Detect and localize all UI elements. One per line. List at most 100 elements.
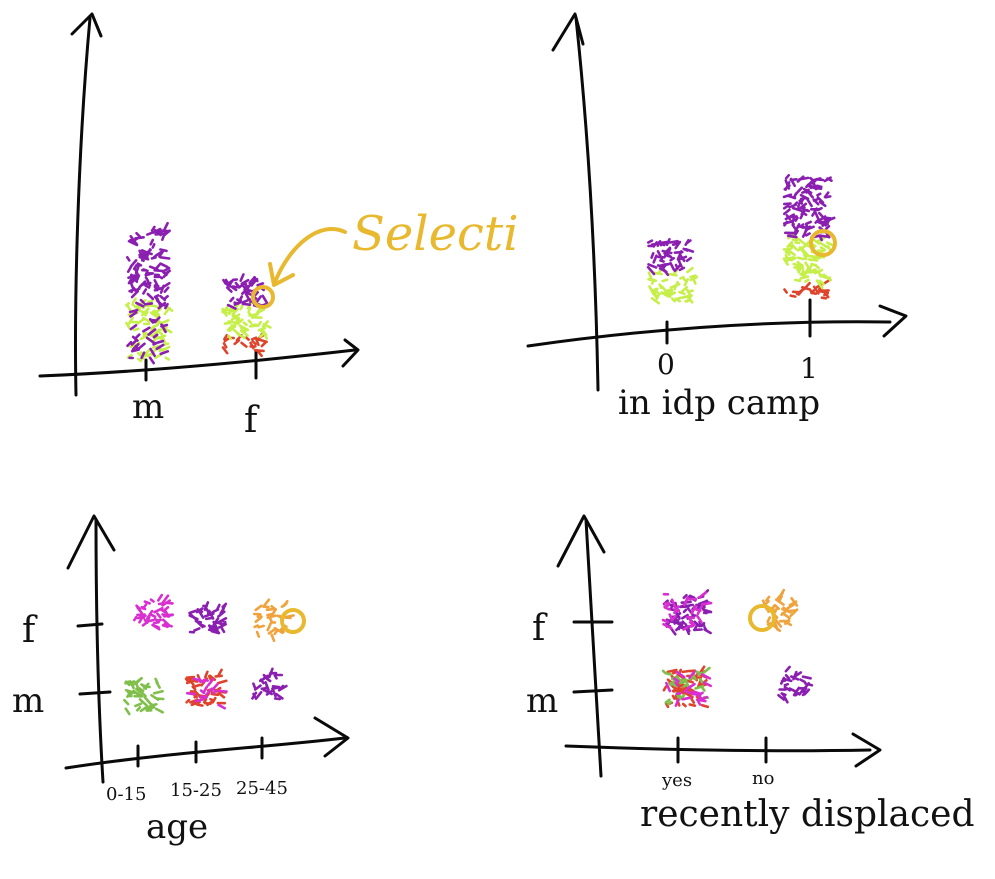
age-f-25-45-mark [253,624,260,629]
dis-m-yes-mark [700,703,710,709]
bar-0-lime-mark [660,284,668,293]
bar-0-lime-mark [673,280,680,291]
age-m-15-25-mark [203,698,208,704]
bar-m-lime-mark [161,345,171,352]
bar-m-lime-mark [160,318,170,325]
bar-0-purple-mark [685,256,693,263]
bar-0-purple-mark [646,239,654,244]
bar-m-purple-mark [163,266,171,272]
bar-m-purple-mark [144,284,151,289]
bar-m-purple-mark [150,225,156,232]
bar-0-purple-mark [652,254,658,264]
bar-0-purple-mark [682,247,689,252]
age-m-15-25-mark [191,683,201,689]
age-m-15-25-mark [187,677,195,686]
bar-1-purple-mark [824,224,831,231]
dis-m-yes-mark [690,697,696,704]
age-f-15-25-mark [203,601,210,612]
bar-f-purple-mark [236,298,243,302]
bar-1-purple-mark [782,204,790,210]
panel-displaced-x-label-yes: yes [661,770,692,791]
dis-f-yes-mark [700,601,713,606]
panel-displaced-selection-circle[interactable] [748,604,776,632]
age-m-0-15-mark [133,676,143,685]
bar-0-lime-mark [672,296,683,302]
bar-0-purple-mark [647,263,658,269]
dis-m-no-mark [780,679,787,683]
age-m-0-15-mark [129,680,136,685]
bar-m-purple-mark [138,253,145,263]
age-m-15-25-mark [217,668,223,677]
panel-idp-selection-circle[interactable] [809,229,837,257]
bar-m-purple-mark [153,294,160,299]
bar-1-red-mark [820,296,828,300]
bar-f-lime-mark [235,316,241,324]
bar-f-lime-mark [239,329,249,337]
bar-1-lime-mark [793,278,802,283]
panel-idp-x-arrowhead [878,304,908,338]
bar-m-purple-mark [126,255,131,262]
panel-sex-selection-circle[interactable] [251,285,275,309]
bar-1-purple-mark [791,206,803,213]
dis-f-yes-mark [668,613,674,621]
dis-m-yes-mark [661,669,667,675]
panel-displaced-x-axis [564,744,872,753]
age-f-25-45-mark [263,598,271,607]
bar-m-purple-mark [136,342,146,351]
dis-m-no-mark [801,690,808,697]
dis-m-yes-mark [699,665,706,673]
bar-1-purple-mark [786,234,798,239]
age-m-15-25-mark [217,691,226,699]
bar-f-purple-mark [229,296,235,303]
bar-m-purple-mark [140,249,148,254]
bar-1-purple-mark [798,199,804,205]
dis-f-yes-mark [696,605,703,615]
bar-f-lime-mark [250,313,258,319]
bar-m-purple-mark [144,276,150,283]
age-m-0-15-mark [150,693,160,701]
dis-m-yes-mark [697,671,704,676]
dis-f-no-mark [764,599,770,605]
panel-displaced-x-label-no: no [752,768,774,789]
age-f-15-25-mark [188,612,198,621]
bar-m-purple-mark [131,241,138,245]
dis-m-no-mark [798,687,806,696]
dis-m-no-mark [804,682,814,687]
bar-m-lime-mark [139,334,148,341]
bar-m-purple-mark [164,302,169,310]
bar-f-red-mark [255,338,260,347]
age-m-15-25-mark [199,679,206,684]
age-f-0-15-mark [161,623,169,629]
dis-m-no-mark [783,682,790,687]
age-m-0-15-mark [123,698,130,706]
bar-0-lime-mark [668,272,678,277]
bar-m-purple-mark [160,323,167,334]
panel-age-x-label-0-15: 0-15 [106,784,146,805]
panel-age-x-axis [64,736,347,770]
bar-1-purple-mark [816,196,825,204]
bar-m-purple-mark [148,265,159,271]
dis-m-yes-mark [678,679,688,685]
bar-m-purple-mark [126,340,133,348]
panel-age-selection-circle[interactable] [280,608,306,634]
bar-0-lime-mark [660,291,668,297]
bar-f-lime-mark [231,307,239,316]
bar-m-lime-mark [137,308,147,315]
bar-f-lime-mark [227,308,236,314]
age-f-0-15-mark [157,593,164,602]
dis-m-no-mark [777,693,786,701]
bar-m-purple-mark [149,347,156,358]
bar-m-purple-mark [155,263,161,270]
bar-m-purple-mark [129,311,138,318]
bar-m-purple-mark [128,287,137,293]
bar-m-lime-mark [163,342,170,346]
bar-m-purple-mark [153,268,165,273]
age-f-25-45-mark [266,621,273,632]
panel-displaced-axis-label: recently displaced [640,794,975,835]
bar-0-lime-mark [652,271,663,276]
panel-displaced-y-label-f: f [532,608,548,649]
bar-f-red-mark [233,339,241,346]
dis-f-no-mark [766,616,772,624]
age-m-15-25-mark [207,677,215,687]
bar-m-lime-mark [125,321,132,331]
